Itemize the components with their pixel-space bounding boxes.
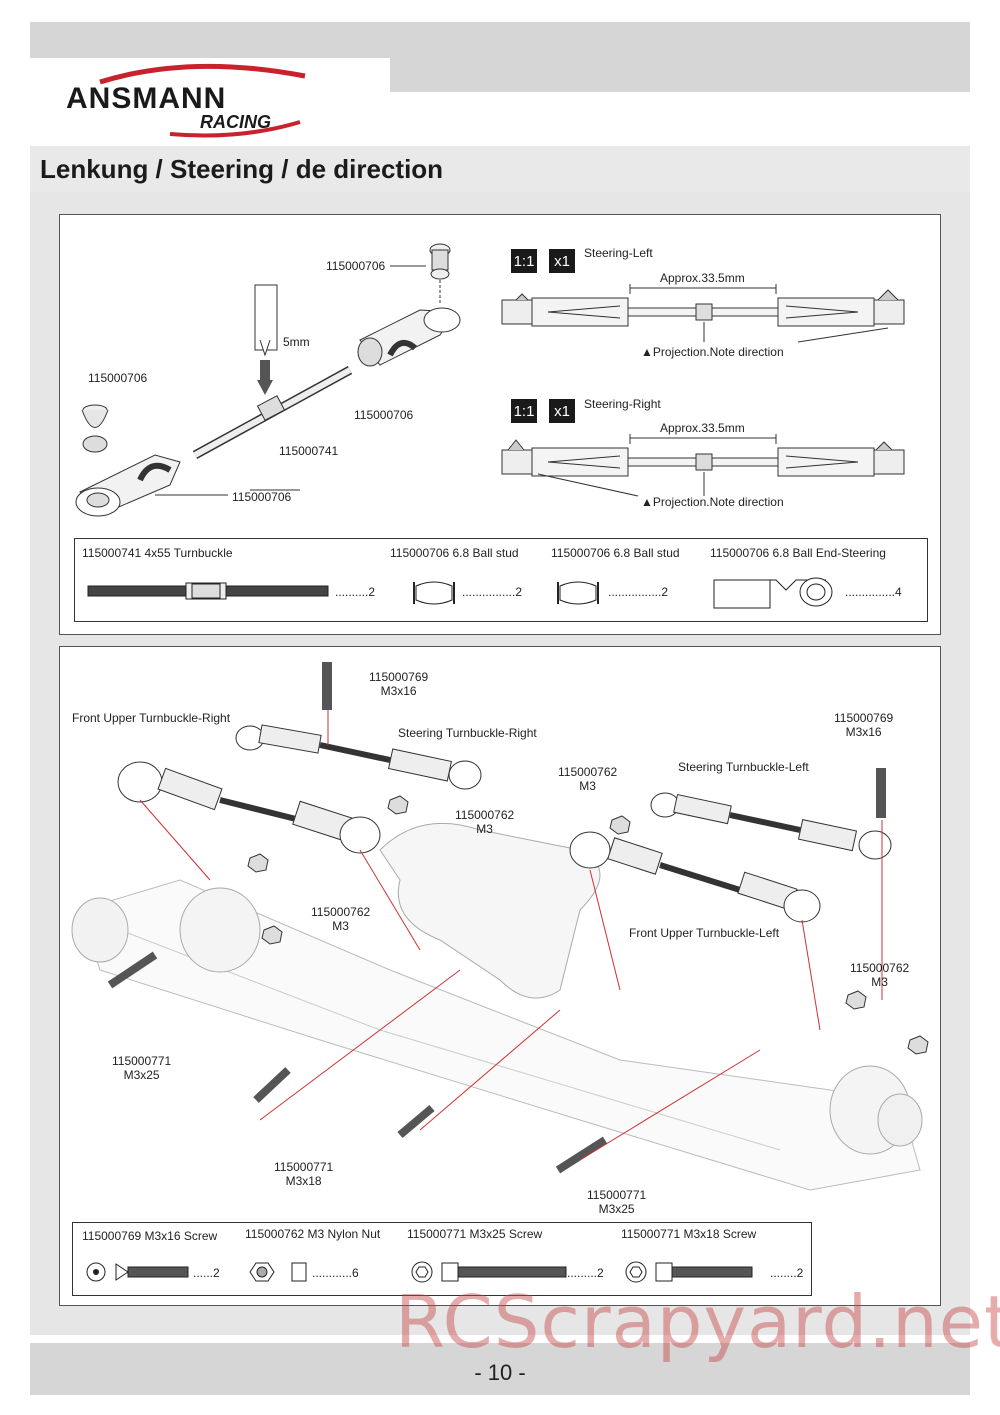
parts-list-steering [74, 538, 928, 622]
callout-ball-end-right: 115000706 [354, 408, 414, 422]
qty-badge-left: x1 [549, 249, 575, 273]
callout-screw-18: 115000771 M3x18 [274, 1160, 333, 1188]
callout-screw-18-text: 115000771 M3x18 [274, 1160, 334, 1188]
part-qty-ball-end: ...............4 [845, 585, 902, 599]
steering-right-title: Steering-Right [584, 397, 661, 411]
svg-text:RACING: RACING [200, 112, 271, 132]
part-label-turnbuckle: 115000741 4x55 Turnbuckle [82, 546, 233, 560]
part-label-m3x25: 115000771 M3x25 Screw [407, 1227, 543, 1241]
callout-screw-25-right-text: 115000771 M3x25 [587, 1188, 647, 1216]
part-label-ball-end: 115000706 6.8 Ball End-Steering [710, 546, 886, 560]
watermark: RCScrapyard.net [395, 1280, 1000, 1364]
callout-screw-25-left-text: 115000771 M3x25 [112, 1054, 172, 1082]
callout-nut-right-text: 115000762 M3 [850, 961, 910, 989]
part-qty-m3x18: ........2 [770, 1266, 804, 1280]
part-qty-ball-stud-1: ................2 [462, 585, 523, 599]
callout-steering-turnbuckle-right: Steering Turnbuckle-Right [398, 726, 537, 740]
steering-left-title: Steering-Left [584, 246, 653, 260]
parts-list-chassis [72, 1222, 812, 1296]
parts-icons-steering [87, 577, 833, 609]
parts-icons-chassis [86, 1261, 753, 1283]
scale-badge-left: 1:1 [511, 249, 537, 273]
callout-nut-right: 115000762 M3 [850, 961, 909, 989]
scale-badge-right: 1:1 [511, 399, 537, 423]
callout-ball-stud-left: 115000706 [88, 371, 148, 385]
footer-band [30, 1343, 970, 1395]
callout-screw-25-left: 115000771 M3x25 [112, 1054, 171, 1082]
callout-screw-top-text: 115000769 M3x16 [369, 670, 429, 698]
callout-screw-25-right: 115000771 M3x25 [587, 1188, 646, 1216]
part-qty-m3x25: .........2 [567, 1266, 604, 1280]
steering-left-dimension: Approx.33.5mm [660, 271, 745, 285]
section-title: Lenkung / Steering / de direction [40, 154, 444, 184]
callout-ball-stud-top: 115000706 [326, 259, 386, 273]
part-label-nylon-nut: 115000762 M3 Nylon Nut [245, 1227, 381, 1241]
steering-left-note: ▲Projection.Note direction [641, 345, 784, 359]
steering-exploded-diagram [75, 243, 461, 517]
callout-nut-left-text: 115000762 M3 [558, 765, 618, 793]
callout-steering-turnbuckle-left: Steering Turnbuckle-Left [678, 760, 809, 774]
callout-nut-mid-text: 115000762 M3 [455, 808, 515, 836]
callout-nut-center: 115000762 M3 [311, 905, 370, 933]
part-qty-turnbuckle: ..........2 [335, 585, 376, 599]
part-label-ball-stud-2: 115000706 6.8 Ball stud [551, 546, 680, 560]
callout-turnbuckle: 115000741 [279, 444, 339, 458]
page-number: - 10 - [474, 1360, 526, 1385]
steering-right-drawing [501, 434, 905, 497]
callout-screw-right-text: 115000769 M3x16 [834, 711, 894, 739]
callout-front-upper-turnbuckle-left: Front Upper Turnbuckle-Left [629, 926, 780, 940]
callout-screw-top: 115000769 M3x16 [369, 670, 428, 698]
callout-screw-right: 115000769 M3x16 [834, 711, 893, 739]
part-label-m3x18: 115000771 M3x18 Screw [621, 1227, 757, 1241]
part-label-ball-stud-1: 115000706 6.8 Ball stud [390, 546, 519, 560]
qty-badge-right: x1 [549, 399, 575, 423]
callout-tool-size: 5mm [283, 335, 310, 349]
chassis-exploded-diagram [71, 662, 929, 1191]
part-qty-nylon-nut: ............6 [312, 1266, 359, 1280]
steering-left-drawing [501, 284, 905, 343]
callout-nut-center-text: 115000762 M3 [311, 905, 371, 933]
callout-front-upper-turnbuckle-right: Front Upper Turnbuckle-Right [72, 711, 231, 725]
callout-nut-left: 115000762 M3 [558, 765, 617, 793]
callout-nut-mid: 115000762 M3 [455, 808, 514, 836]
svg-text:ANSMANN: ANSMANN [66, 82, 226, 115]
callout-ball-end-left: 115000706 [232, 490, 292, 504]
part-label-m3x16: 115000769 M3x16 Screw [82, 1229, 218, 1243]
part-qty-ball-stud-2: ................2 [608, 585, 669, 599]
steering-right-note: ▲Projection.Note direction [641, 495, 784, 509]
steering-right-dimension: Approx.33.5mm [660, 421, 745, 435]
part-qty-m3x16: ......2 [193, 1266, 220, 1280]
ansmann-racing-logo: ANSMANN RACING [66, 63, 306, 138]
